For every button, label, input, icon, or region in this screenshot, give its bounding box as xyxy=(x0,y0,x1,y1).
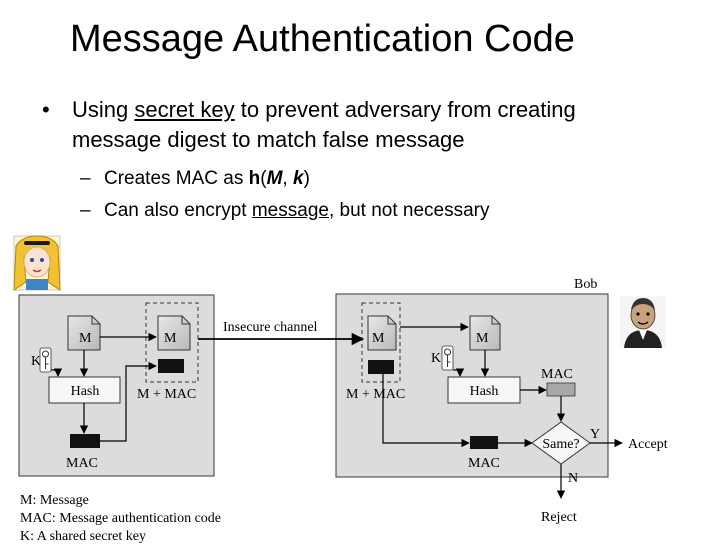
bullet-1: • xyxy=(42,97,50,123)
receiver-hash-label: Hash xyxy=(470,384,499,399)
decision-label: Same? xyxy=(542,437,579,452)
sender-packet-label: M + MAC xyxy=(137,387,196,402)
reject-label: Reject xyxy=(541,510,577,525)
bullet-marker: • xyxy=(42,97,50,122)
sub-bullet-marker: – xyxy=(80,168,91,189)
receiver-mac-received xyxy=(470,436,498,449)
sub-bullet-2-text: Can also encrypt message, but not necess… xyxy=(104,200,490,221)
receiver-name: Bob xyxy=(574,277,597,292)
receiver-doc-m2: M xyxy=(476,331,489,346)
sender-doc-m: M xyxy=(79,331,92,346)
sender-packet xyxy=(145,302,199,383)
key-icon xyxy=(39,347,52,373)
legend-message: M: Message xyxy=(20,493,89,508)
sender-mac-block xyxy=(70,434,100,448)
legend-mac: MAC: Message authentication code xyxy=(20,511,221,526)
sender-hash-label: Hash xyxy=(71,384,100,399)
sender-mac-label: MAC xyxy=(66,456,98,471)
slide-title: Message Authentication Code xyxy=(70,18,575,60)
key-icon xyxy=(441,345,454,371)
yes-label: Y xyxy=(590,427,600,442)
sub-bullet-marker: – xyxy=(80,200,91,221)
receiver-mac-computed-label: MAC xyxy=(541,367,573,382)
message-link: message xyxy=(251,200,329,221)
legend-key: K: A shared secret key xyxy=(20,529,146,544)
receiver-packet-label: M + MAC xyxy=(346,387,405,402)
receiver-mac-computed xyxy=(546,382,576,397)
sender-key-label: K xyxy=(31,354,41,369)
receiver-mac-received-label: MAC xyxy=(468,456,500,471)
receiver-doc-m: M xyxy=(372,331,385,346)
receiver-packet xyxy=(361,302,401,383)
bullet-1-line-1: Using secret key to prevent adversary fr… xyxy=(72,97,576,122)
sub-bullet-1-text: Creates MAC as h(M, k) xyxy=(104,168,310,189)
receiver-key-label: K xyxy=(431,351,441,366)
bob-avatar xyxy=(620,296,666,348)
accept-label: Accept xyxy=(628,437,668,452)
no-label: N xyxy=(568,471,578,486)
secret-key-link: secret key xyxy=(134,97,235,122)
bullet-1-line-2: message digest to match false message xyxy=(72,127,465,152)
sub-bullet-2: – xyxy=(80,200,91,222)
sender-doc-m2: M xyxy=(164,331,177,346)
alice-avatar xyxy=(13,235,61,291)
channel-label: Insecure channel xyxy=(223,320,318,335)
sub-bullet-1: – xyxy=(80,168,91,190)
